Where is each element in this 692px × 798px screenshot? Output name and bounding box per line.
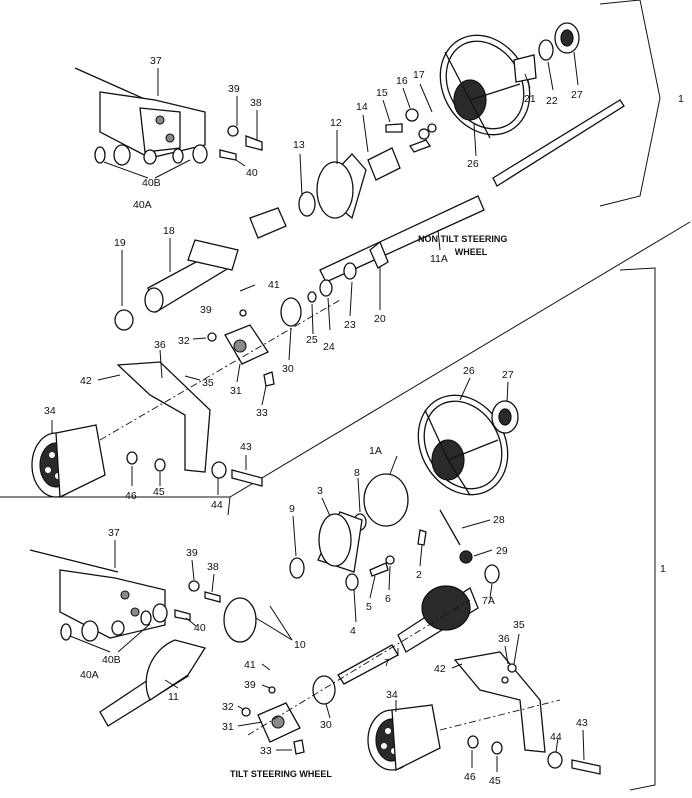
non-tilt-assembly: [31, 22, 625, 499]
callout-label: 27: [502, 369, 514, 381]
callout-label: 31: [230, 385, 242, 397]
caption-tilt: TILT STEERING WHEEL: [230, 769, 332, 779]
callout-label: 35: [202, 377, 214, 389]
callout-label: 12: [330, 117, 342, 129]
callout-label: 25: [306, 334, 318, 346]
callout-label: 7: [384, 657, 390, 669]
callout-label: 15: [376, 87, 388, 99]
callout-label: 41: [244, 659, 256, 671]
callout-label: 2: [416, 569, 422, 581]
callout-label: 30: [320, 719, 332, 731]
callout-label: 45: [489, 775, 501, 787]
callout-label: 20: [374, 313, 386, 325]
callout-label: 40A: [133, 199, 152, 211]
callout-label: 34: [386, 689, 398, 701]
callout-label: 32: [222, 701, 234, 713]
callout-label: 22: [546, 95, 558, 107]
callout-label: 18: [163, 225, 175, 237]
callout-label: 45: [153, 486, 165, 498]
callout-label: 44: [211, 499, 223, 511]
bracket-top: [599, 0, 661, 207]
callout-label: 37: [108, 527, 120, 539]
callout-label: 34: [44, 405, 56, 417]
callout-label: 13: [293, 139, 305, 151]
callout-label: 37: [150, 55, 162, 67]
callout-label: 40: [194, 622, 206, 634]
callout-label: 24: [323, 341, 335, 353]
callout-label: 46: [464, 771, 476, 783]
callout-label: 36: [154, 339, 166, 351]
callout-label: 16: [396, 75, 408, 87]
caption-non-tilt-line2: WHEEL: [455, 247, 488, 257]
callout-label: 39: [228, 83, 240, 95]
callout-label: 5: [366, 601, 372, 613]
callout-label: 32: [178, 335, 190, 347]
leader-lines-top: [51, 51, 579, 495]
callout-label: 9: [289, 503, 295, 515]
callout-label: 14: [356, 101, 368, 113]
callout-label: 36: [498, 633, 510, 645]
callout-label: 39: [186, 547, 198, 559]
callout-label: 28: [493, 514, 505, 526]
callout-label: 38: [207, 561, 219, 573]
callout-label: 41: [268, 279, 280, 291]
callout-label: 31: [222, 721, 234, 733]
callout-label: 40B: [102, 654, 121, 666]
callout-label: 40: [246, 167, 258, 179]
callout-label: 19: [114, 237, 126, 249]
tilt-assembly: [29, 394, 601, 775]
callout-label: 6: [385, 593, 391, 605]
bracket-number-bottom: 1: [660, 563, 666, 575]
callout-label: 26: [467, 158, 479, 170]
callout-label: 1A: [369, 445, 382, 457]
section-divider: [0, 221, 691, 516]
callout-label: 3: [317, 485, 323, 497]
callout-label: 23: [344, 319, 356, 331]
caption-non-tilt-line1: NON TILT STEERING: [418, 234, 507, 244]
callout-label: 11: [168, 691, 179, 703]
callout-label: 21: [524, 93, 536, 105]
callout-label: 33: [260, 745, 272, 757]
callout-label: 30: [282, 363, 294, 375]
callout-label: 27: [571, 89, 583, 101]
callout-label: 4: [350, 625, 356, 637]
callout-label: 11A: [430, 253, 448, 265]
callouts-bottom: 26 27 1A 8 3 9 28 29 37 39 38 40 40B 40A…: [80, 365, 588, 787]
bracket-number-top: 1: [678, 93, 684, 105]
callout-label: 40B: [142, 177, 161, 189]
callout-label: 40A: [80, 669, 99, 681]
callout-label: 42: [434, 663, 446, 675]
callout-label: 17: [413, 69, 425, 81]
callout-label: 26: [463, 365, 475, 377]
callout-label: 33: [256, 407, 268, 419]
callout-label: 46: [125, 490, 137, 502]
callouts-top: 37 39 38 40 40B 40A 13 12 14 15 16 17 21…: [44, 55, 583, 511]
bracket-bottom: [619, 267, 656, 791]
callout-label: 35: [513, 619, 525, 631]
callout-label: 42: [80, 375, 92, 387]
callout-label: 43: [576, 717, 588, 729]
callout-label: 39: [200, 304, 212, 316]
leader-lines-bottom: [69, 377, 585, 772]
callout-label: 10: [294, 639, 306, 651]
callout-label: 7A: [482, 595, 495, 607]
callout-label: 38: [250, 97, 262, 109]
callout-label: 43: [240, 441, 252, 453]
callout-label: 8: [354, 467, 360, 479]
callout-label: 29: [496, 545, 508, 557]
callout-label: 39: [244, 679, 256, 691]
callout-label: 44: [550, 731, 562, 743]
